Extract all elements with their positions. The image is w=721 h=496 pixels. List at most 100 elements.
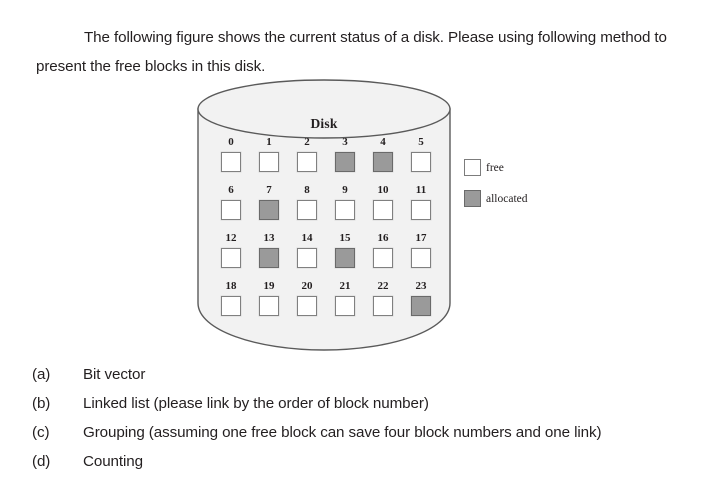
block-cell-5[interactable]: 5 — [406, 136, 436, 172]
block-number-10: 10 — [377, 184, 389, 196]
block-number-0: 0 — [228, 136, 234, 148]
legend-label-allocated: allocated — [486, 192, 528, 205]
intro-paragraph: The following figure shows the current s… — [36, 29, 667, 76]
block-box-14[interactable] — [297, 248, 317, 268]
block-box-3[interactable] — [335, 152, 355, 172]
disk-top-ellipse — [197, 79, 451, 139]
disk-cylinder: Disk 0 1 2 3 4 5 6 7 8 9 10 11 12 13 14 — [196, 78, 452, 356]
options-list: (a) Bit vector (b) Linked list (please l… — [32, 366, 712, 482]
block-cell-22[interactable]: 22 — [368, 280, 398, 316]
block-box-20[interactable] — [297, 296, 317, 316]
block-row-1: 6 7 8 9 10 11 — [216, 184, 432, 232]
block-cell-3[interactable]: 3 — [330, 136, 360, 172]
block-row-3: 18 19 20 21 22 23 — [216, 280, 432, 328]
option-c-text: Grouping (assuming one free block can sa… — [83, 424, 602, 441]
block-box-11[interactable] — [411, 200, 431, 220]
block-cell-0[interactable]: 0 — [216, 136, 246, 172]
option-a-text: Bit vector — [83, 366, 146, 383]
legend: free allocated — [464, 152, 584, 214]
block-number-8: 8 — [304, 184, 310, 196]
block-number-20: 20 — [301, 280, 313, 292]
option-d: (d) Counting — [32, 453, 712, 482]
option-b: (b) Linked list (please link by the orde… — [32, 395, 712, 424]
block-number-11: 11 — [415, 184, 427, 196]
legend-swatch-allocated-icon — [464, 190, 481, 207]
block-cell-8[interactable]: 8 — [292, 184, 322, 220]
block-box-16[interactable] — [373, 248, 393, 268]
block-cell-12[interactable]: 12 — [216, 232, 246, 268]
block-cell-11[interactable]: 11 — [406, 184, 436, 220]
block-number-18: 18 — [225, 280, 237, 292]
block-number-9: 9 — [342, 184, 348, 196]
block-number-6: 6 — [228, 184, 234, 196]
block-number-22: 22 — [377, 280, 389, 292]
block-box-12[interactable] — [221, 248, 241, 268]
disk-figure: Disk 0 1 2 3 4 5 6 7 8 9 10 11 12 13 14 — [0, 78, 721, 360]
legend-item-allocated: allocated — [464, 183, 584, 214]
block-box-23[interactable] — [411, 296, 431, 316]
block-box-8[interactable] — [297, 200, 317, 220]
block-number-5: 5 — [418, 136, 424, 148]
block-box-7[interactable] — [259, 200, 279, 220]
block-box-0[interactable] — [221, 152, 241, 172]
block-box-15[interactable] — [335, 248, 355, 268]
block-number-1: 1 — [266, 136, 272, 148]
block-cell-7[interactable]: 7 — [254, 184, 284, 220]
block-cell-10[interactable]: 10 — [368, 184, 398, 220]
block-cell-16[interactable]: 16 — [368, 232, 398, 268]
option-b-key: (b) — [32, 395, 51, 412]
block-cell-14[interactable]: 14 — [292, 232, 322, 268]
block-row-0: 0 1 2 3 4 5 — [216, 136, 432, 184]
block-cell-15[interactable]: 15 — [330, 232, 360, 268]
block-cell-6[interactable]: 6 — [216, 184, 246, 220]
block-cell-4[interactable]: 4 — [368, 136, 398, 172]
block-number-13: 13 — [263, 232, 275, 244]
block-box-19[interactable] — [259, 296, 279, 316]
block-number-2: 2 — [304, 136, 310, 148]
block-cell-1[interactable]: 1 — [254, 136, 284, 172]
option-a-key: (a) — [32, 366, 51, 383]
block-box-10[interactable] — [373, 200, 393, 220]
option-d-text: Counting — [83, 453, 143, 470]
legend-swatch-free-icon — [464, 159, 481, 176]
legend-label-free: free — [486, 161, 504, 174]
disk-title: Disk — [310, 116, 338, 131]
option-b-text: Linked list (please link by the order of… — [83, 395, 429, 412]
block-cell-21[interactable]: 21 — [330, 280, 360, 316]
block-number-4: 4 — [380, 136, 386, 148]
block-box-9[interactable] — [335, 200, 355, 220]
block-cell-23[interactable]: 23 — [406, 280, 436, 316]
block-box-22[interactable] — [373, 296, 393, 316]
block-number-19: 19 — [263, 280, 275, 292]
option-d-key: (d) — [32, 453, 51, 470]
block-cell-17[interactable]: 17 — [406, 232, 436, 268]
block-box-4[interactable] — [373, 152, 393, 172]
block-cell-13[interactable]: 13 — [254, 232, 284, 268]
option-a: (a) Bit vector — [32, 366, 712, 395]
block-number-14: 14 — [301, 232, 313, 244]
block-number-7: 7 — [266, 184, 272, 196]
block-box-17[interactable] — [411, 248, 431, 268]
block-number-17: 17 — [415, 232, 427, 244]
option-c-key: (c) — [32, 424, 50, 441]
block-cell-19[interactable]: 19 — [254, 280, 284, 316]
option-c: (c) Grouping (assuming one free block ca… — [32, 424, 712, 453]
legend-item-free: free — [464, 152, 584, 183]
block-box-18[interactable] — [221, 296, 241, 316]
block-cell-20[interactable]: 20 — [292, 280, 322, 316]
block-box-13[interactable] — [259, 248, 279, 268]
block-cell-18[interactable]: 18 — [216, 280, 246, 316]
block-cell-9[interactable]: 9 — [330, 184, 360, 220]
block-number-21: 21 — [339, 280, 351, 292]
block-box-5[interactable] — [411, 152, 431, 172]
block-number-23: 23 — [415, 280, 427, 292]
block-number-12: 12 — [225, 232, 237, 244]
block-number-16: 16 — [377, 232, 389, 244]
disk-block-grid: 0 1 2 3 4 5 6 7 8 9 10 11 12 13 14 15 16 — [216, 136, 432, 328]
block-box-21[interactable] — [335, 296, 355, 316]
block-cell-2[interactable]: 2 — [292, 136, 322, 172]
block-box-2[interactable] — [297, 152, 317, 172]
block-box-1[interactable] — [259, 152, 279, 172]
block-box-6[interactable] — [221, 200, 241, 220]
block-number-15: 15 — [339, 232, 351, 244]
